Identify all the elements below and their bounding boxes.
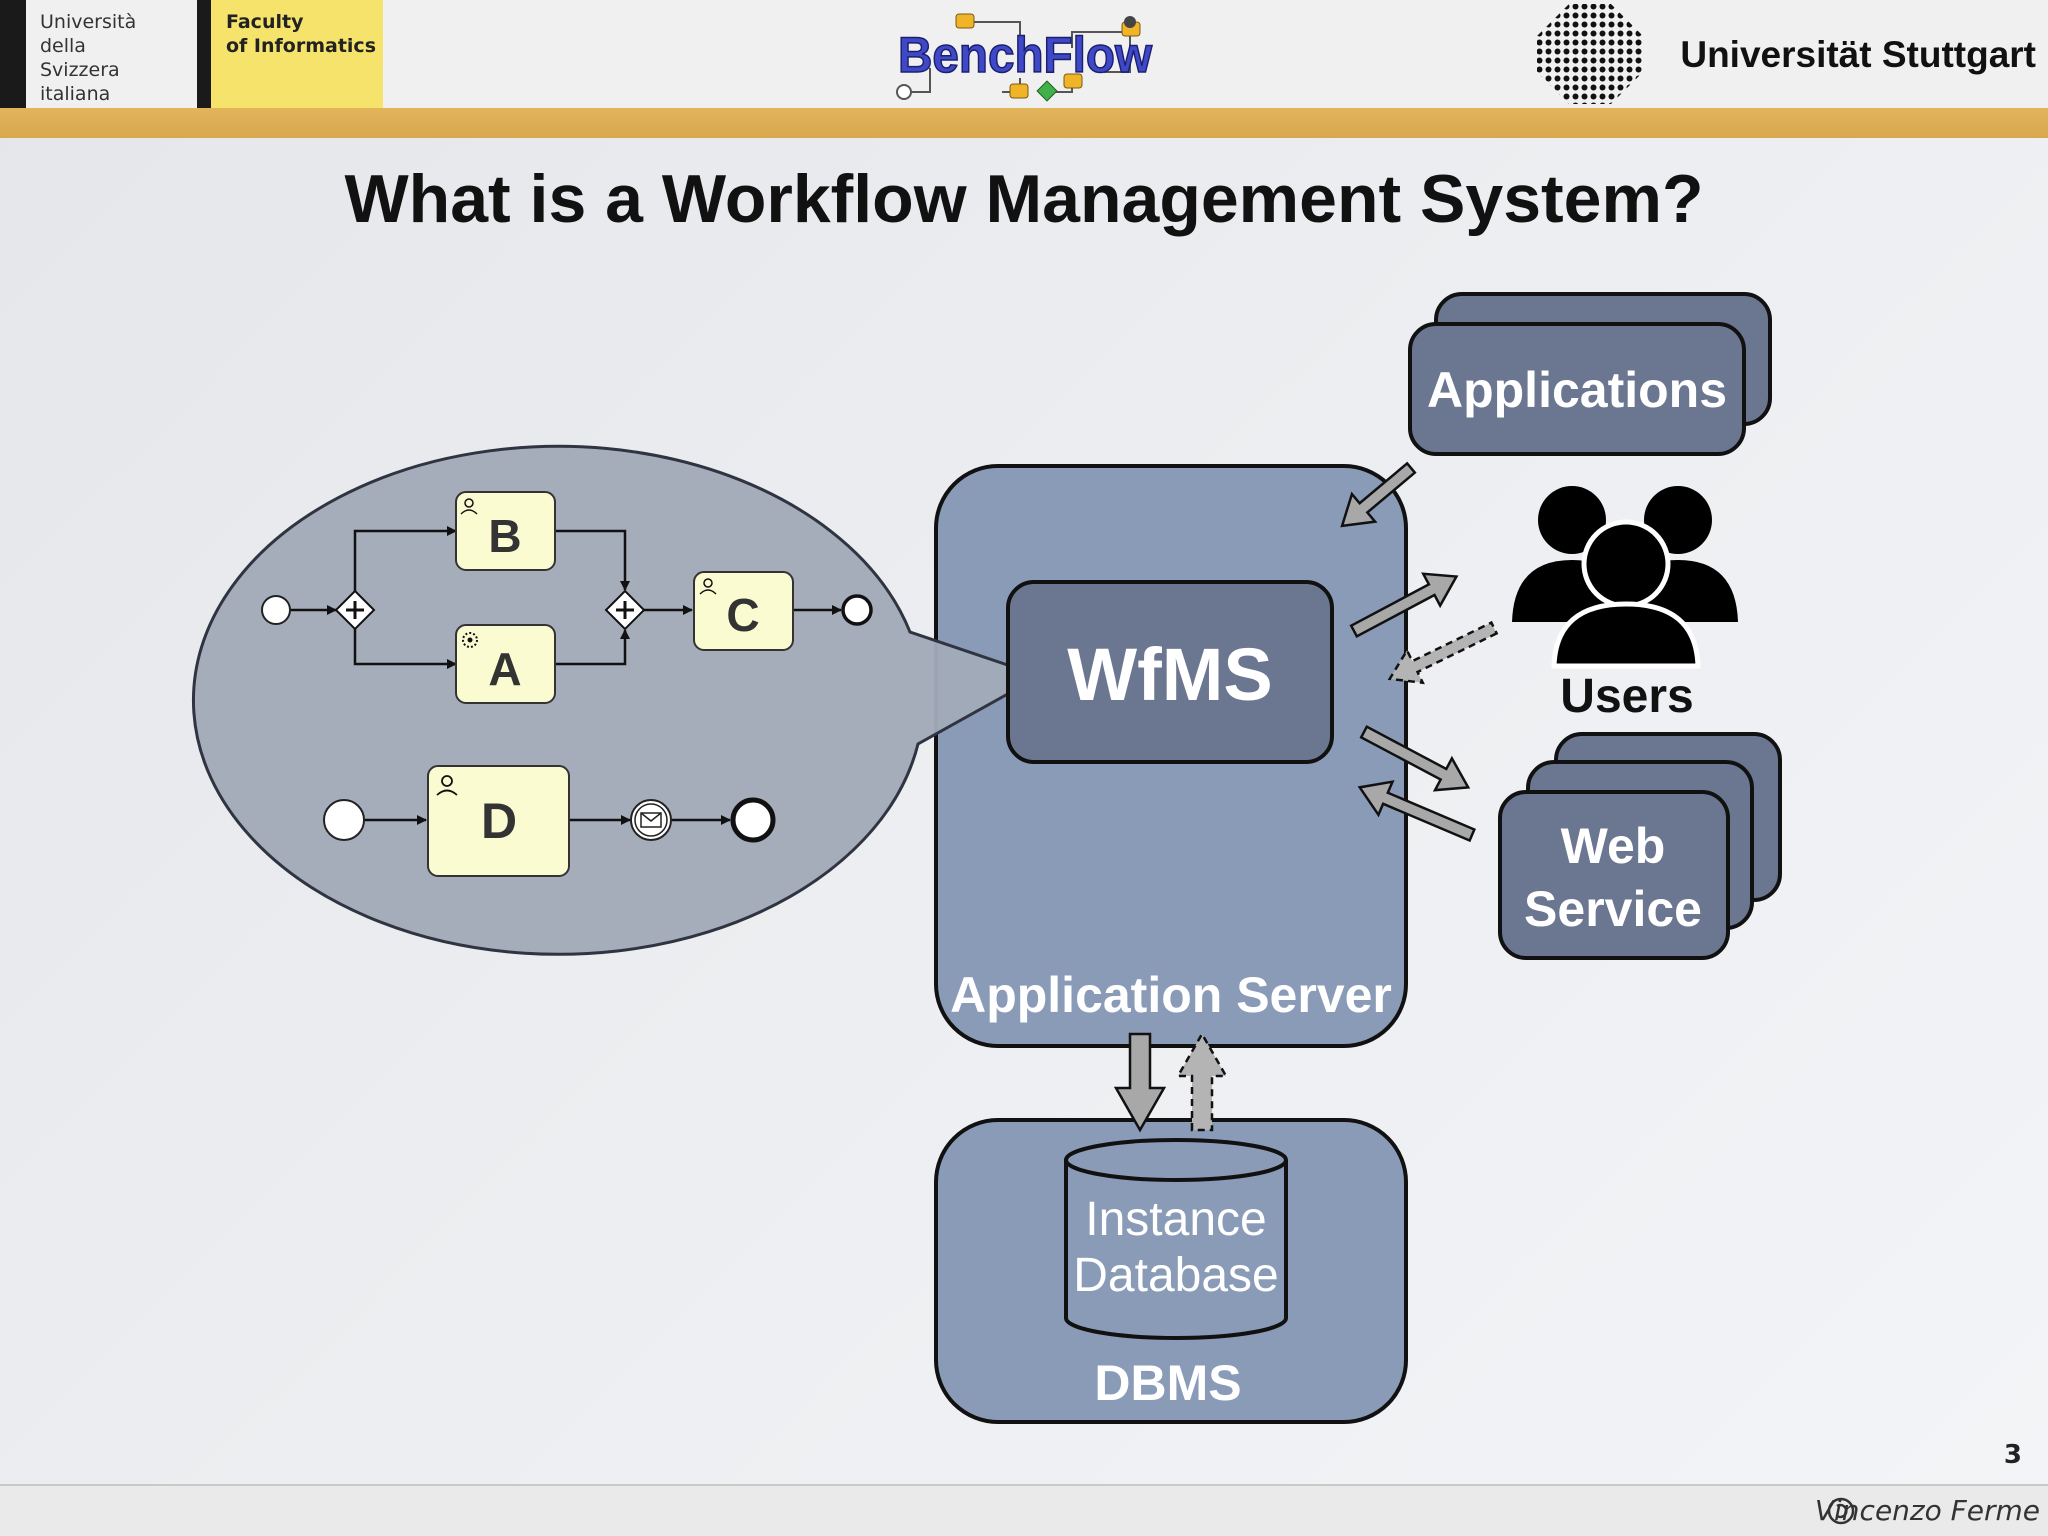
faculty-logo-box <box>211 0 383 108</box>
parallel-gateway-split <box>334 589 376 631</box>
faculty-logo-bar <box>197 0 211 108</box>
application-server-label: Application Server <box>950 967 1392 1023</box>
stuttgart-logo-icon <box>1537 4 1643 104</box>
arrow-users-to-wfms <box>1387 620 1499 685</box>
applications-stack <box>1408 292 1772 456</box>
web-service-label-line1: Web <box>1561 818 1666 874</box>
wfms-label: WfMS <box>1067 633 1273 716</box>
arrow-appserver-to-dbms <box>1113 1032 1167 1133</box>
end-event-2 <box>730 797 776 843</box>
author-name: Vincenzo Ferme <box>1814 1494 2040 1527</box>
users-label: Users <box>1560 670 1693 723</box>
task-d-label: D <box>481 793 517 849</box>
faculty-line: Faculty <box>226 11 304 33</box>
start-event-2 <box>323 799 365 841</box>
web-service-label-line2: Service <box>1524 881 1702 937</box>
instance-db-label-line1: Instance <box>1085 1193 1266 1246</box>
usi-logo-text: Università della Svizzera italiana <box>40 10 136 106</box>
arrow-applications-to-wfms <box>1340 461 1417 528</box>
process-bubble <box>191 444 1044 956</box>
start-event-1 <box>261 595 291 625</box>
footer-bar <box>0 1486 2048 1536</box>
applications-label: Applications <box>1427 362 1727 418</box>
arrow-wfms-to-users <box>1349 572 1459 638</box>
page-number: 3 <box>2003 1440 2022 1470</box>
faculty-line: of Informatics <box>226 35 377 57</box>
benchflow-logo: BenchFlow <box>896 13 1153 102</box>
instance-db-label-line2: Database <box>1073 1249 1278 1302</box>
stuttgart-logo-text: Universität Stuttgart <box>1680 34 2036 75</box>
benchflow-logo-text: BenchFlow <box>898 27 1152 83</box>
wfms-box <box>1006 580 1334 764</box>
task-a <box>455 624 556 704</box>
task-d <box>427 765 570 877</box>
usi-line: Università <box>40 11 137 33</box>
database-cylinder-icon <box>1064 1138 1288 1340</box>
usi-line: italiana <box>40 83 111 105</box>
service-task-icon <box>462 632 478 648</box>
usi-logo-bar <box>0 0 26 108</box>
end-event-1 <box>841 594 873 626</box>
user-task-icon <box>436 775 458 796</box>
task-c <box>693 571 794 651</box>
arrow-webservice-to-wfms <box>1357 780 1476 843</box>
slide-title: What is a Workflow Management System? <box>344 161 1704 237</box>
faculty-logo-text: Faculty of Informatics <box>226 10 376 58</box>
task-c-label: C <box>726 589 759 641</box>
users-icon <box>1512 486 1738 669</box>
copyleft-icon <box>1827 1497 1855 1525</box>
message-event-icon <box>630 799 672 841</box>
web-service-stack <box>1498 732 1782 960</box>
task-b <box>455 491 556 571</box>
arrow-dbms-to-appserver <box>1175 1031 1229 1132</box>
task-a-label: A <box>488 643 521 695</box>
usi-line: della <box>40 35 86 57</box>
usi-line: Svizzera <box>40 59 120 81</box>
arrow-wfms-to-webservice <box>1359 725 1471 792</box>
user-task-icon <box>460 498 478 515</box>
gold-divider-bar <box>0 108 2048 138</box>
footer-divider <box>0 1484 2048 1486</box>
parallel-gateway-join <box>604 589 646 631</box>
dbms-label: DBMS <box>1094 1355 1241 1411</box>
user-task-icon <box>699 578 717 595</box>
task-b-label: B <box>488 510 521 562</box>
